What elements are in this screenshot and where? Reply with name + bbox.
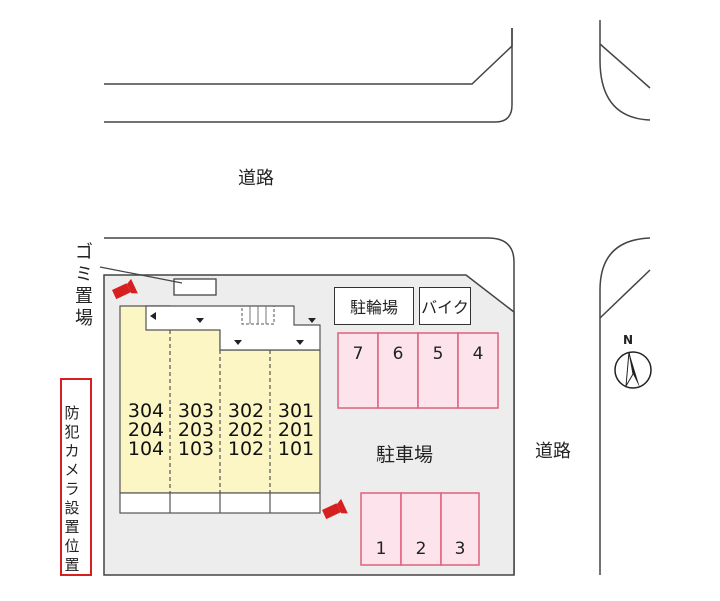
road-label-right: 道路 — [535, 441, 571, 462]
unit-number: 301 — [277, 400, 315, 422]
unit-number: 103 — [177, 438, 215, 460]
garbage-leader — [99, 266, 183, 284]
parking-space-number: 4 — [472, 344, 484, 364]
camera-legend — [60, 378, 92, 576]
road-label-top: 道路 — [238, 168, 274, 189]
unit-number: 102 — [227, 438, 265, 460]
unit-number: 201 — [277, 419, 315, 441]
road-edge-top-upper — [104, 28, 513, 85]
unit-number: 304 — [127, 400, 165, 422]
parking-bottom — [360, 492, 480, 566]
garbage-label-text: ゴミ置場 — [75, 242, 93, 329]
north-label: N — [623, 333, 634, 347]
parking-top — [337, 332, 499, 409]
parking-space-number: 2 — [415, 539, 427, 559]
parking-space-number: 3 — [454, 539, 466, 559]
unit-number: 202 — [227, 419, 265, 441]
unit-number: 101 — [277, 438, 315, 460]
unit-column-2: 303 203 103 — [171, 402, 221, 459]
road-edge-mid-right — [599, 237, 651, 575]
road-edge-mid-left — [104, 237, 515, 575]
bike-parking-label: バイク — [419, 287, 471, 325]
garbage-label: ゴミ置場 — [74, 242, 96, 330]
unit-number: 302 — [227, 400, 265, 422]
road-edge-top-lower — [104, 28, 513, 123]
road-edge-top-right-curve — [599, 44, 651, 121]
parking-lot-label: 駐車場 — [376, 444, 434, 466]
unit-number: 204 — [127, 419, 165, 441]
unit-column-4: 301 201 101 — [271, 402, 321, 459]
parking-space-number: 1 — [375, 539, 387, 559]
road-edge-mid-right-diag — [599, 269, 651, 319]
building-corridor — [145, 305, 321, 351]
road-edge-top-right — [599, 20, 651, 89]
unit-number: 303 — [177, 400, 215, 422]
parking-space-number: 7 — [352, 344, 364, 364]
garbage-box — [173, 278, 217, 296]
unit-number: 203 — [177, 419, 215, 441]
unit-column-1: 304 204 104 — [121, 402, 171, 459]
parking-space-number: 5 — [432, 344, 444, 364]
camera-icon-bottom — [322, 498, 348, 520]
unit-column-3: 302 202 102 — [221, 402, 271, 459]
bicycle-parking-label: 駐輪場 — [334, 287, 414, 325]
camera-legend-text: 防犯カメラ設置位置 — [64, 404, 80, 574]
north-arrow-icon — [614, 351, 652, 389]
camera-icon-top — [112, 278, 138, 300]
parking-space-number: 6 — [392, 344, 404, 364]
unit-number: 104 — [127, 438, 165, 460]
camera-legend-label: 防犯カメラ設置位置 — [63, 404, 85, 575]
door-markers — [150, 312, 316, 345]
